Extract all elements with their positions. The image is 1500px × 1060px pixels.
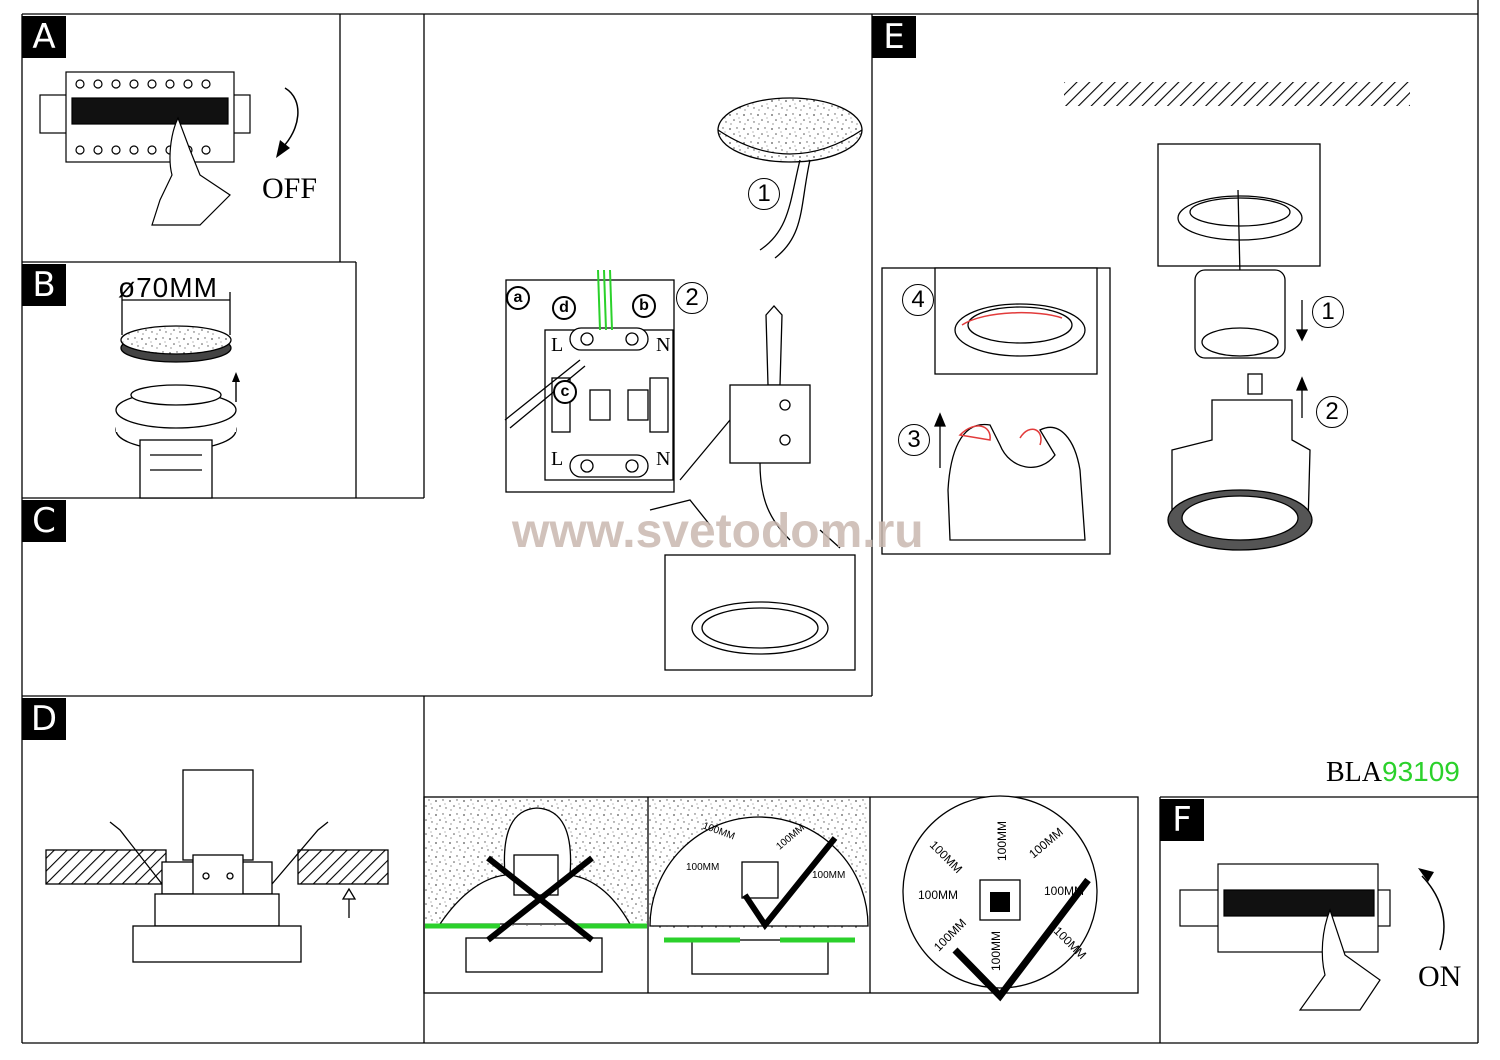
terminal-n-upper: N [656, 334, 671, 356]
clearance-wrong [425, 798, 647, 973]
clearance-label-top-down: 100MM [989, 930, 1004, 972]
insert-up-arrowhead [232, 372, 240, 382]
removal-step-4: 4 [902, 284, 934, 316]
terminal-block [504, 269, 675, 493]
watermark-text: www.svetodom.ru [512, 505, 924, 558]
model-code: BLA93109 [1326, 756, 1460, 789]
wiring-step-2: 2 [676, 282, 708, 314]
panel-tag-c: C [22, 500, 66, 542]
clearance-label-top-up: 100MM [995, 820, 1010, 862]
wire-marker-b: b [632, 294, 656, 318]
switch-on-arrow [1421, 875, 1445, 951]
wire-marker-a: a [506, 286, 530, 310]
terminal-l-lower: L [551, 448, 564, 470]
clearance-label-side-right: 100MM [812, 870, 846, 881]
lamp-holder-b [115, 384, 237, 499]
panel-tag-a: A [22, 16, 66, 58]
panel-tag-e: E [872, 16, 916, 58]
switch-off-label: OFF [262, 172, 318, 205]
panel-tag-b: B [22, 264, 66, 306]
panel-tag-f: F [1160, 799, 1204, 841]
panel-frame [21, 0, 1479, 1044]
ceiling-cutout-disc [120, 292, 232, 363]
switch-on-label: ON [1418, 960, 1462, 993]
removal-step-3: 3 [898, 424, 930, 456]
driver-box [679, 305, 811, 541]
switch-off-arrow [281, 87, 299, 149]
removal-step-2: 2 [1316, 396, 1348, 428]
wiring-step-1: 1 [748, 178, 780, 210]
clearance-label-top-right: 100MM [1044, 884, 1085, 898]
model-number: 93109 [1382, 756, 1460, 787]
removal-step-1: 1 [1312, 296, 1344, 328]
wire-marker-d: d [552, 296, 576, 320]
clearance-label-side-left: 100MM [686, 862, 720, 873]
fixture-e [1157, 143, 1321, 359]
cutout-diameter-label: ø70MM [118, 272, 218, 303]
wire-marker-c: c [553, 380, 577, 404]
model-prefix: BLA [1326, 757, 1382, 788]
terminal-l-upper: L [551, 334, 564, 356]
switch-off-arrowhead [276, 140, 290, 158]
led-bulb-e [1167, 373, 1313, 551]
terminal-n-lower: N [656, 448, 671, 470]
breaker-box-a [39, 71, 251, 226]
breaker-box-f [1179, 863, 1391, 1011]
install-section-d [45, 769, 389, 963]
ceiling-hole-c [717, 97, 863, 259]
ceiling-line-e [1064, 82, 1410, 106]
clearance-label-top-left: 100MM [918, 888, 959, 902]
panel-tag-d: D [22, 698, 66, 740]
switch-on-arrowhead [1418, 868, 1434, 882]
removal-detail-box [881, 267, 1111, 555]
clearance-correct [649, 798, 869, 975]
clearance-top-view [902, 795, 1098, 1002]
fixture-square-c [649, 499, 856, 671]
